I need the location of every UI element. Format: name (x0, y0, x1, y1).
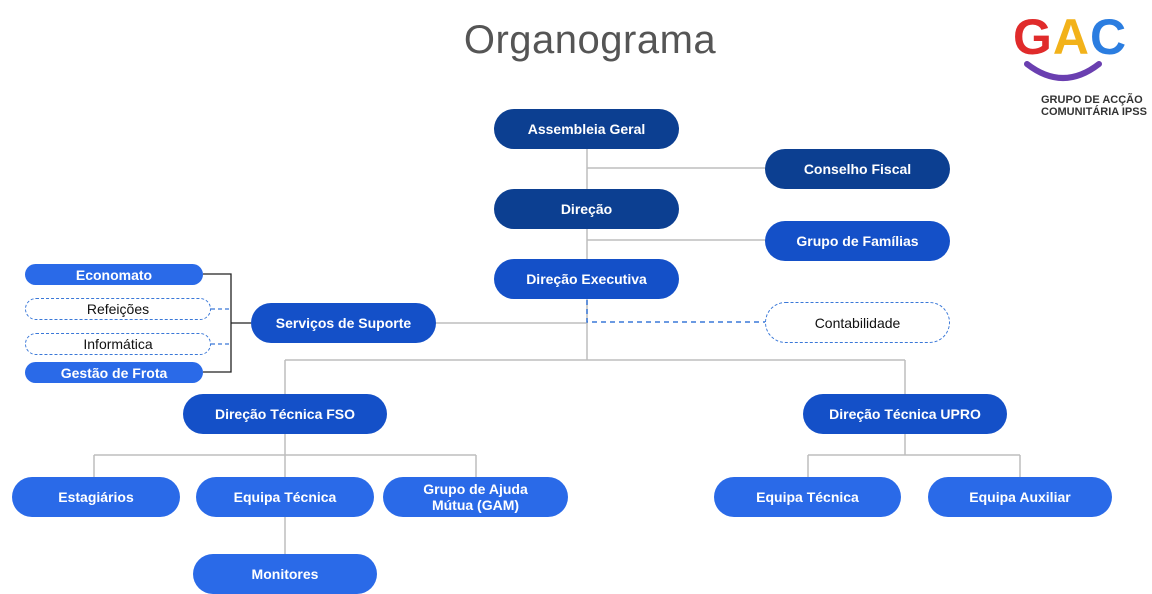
logo-smile-icon (1024, 61, 1102, 81)
node-direcao-tecnica-upro[interactable]: Direção Técnica UPRO (803, 394, 1007, 434)
node-estagiarios[interactable]: Estagiários (12, 477, 180, 517)
logo-letter-a: A (1052, 9, 1091, 65)
logo-letter-g: G (1013, 9, 1053, 65)
node-conselho-fiscal[interactable]: Conselho Fiscal (765, 149, 950, 189)
node-grupo-ajuda-mutua[interactable]: Grupo de Ajuda Mútua (GAM) (383, 477, 568, 517)
logo-letters: GAC (1013, 8, 1127, 66)
gac-logo: GAC GRUPO DE ACÇÃO COMUNITÁRIA IPSS (1005, 6, 1147, 136)
node-direcao[interactable]: Direção (494, 189, 679, 229)
node-economato[interactable]: Economato (25, 264, 203, 285)
logo-text: GRUPO DE ACÇÃO COMUNITÁRIA IPSS (1041, 94, 1151, 118)
node-direcao-executiva[interactable]: Direção Executiva (494, 259, 679, 299)
logo-letter-c: C (1090, 9, 1128, 65)
node-equipa-tecnica-upro[interactable]: Equipa Técnica (714, 477, 901, 517)
node-equipa-tecnica-fso[interactable]: Equipa Técnica (196, 477, 374, 517)
node-assembleia-geral[interactable]: Assembleia Geral (494, 109, 679, 149)
node-contabilidade[interactable]: Contabilidade (765, 302, 950, 343)
node-direcao-tecnica-fso[interactable]: Direção Técnica FSO (183, 394, 387, 434)
node-grupo-familias[interactable]: Grupo de Famílias (765, 221, 950, 261)
node-gam-line2: Mútua (GAM) (431, 497, 520, 513)
logo-text-line1: GRUPO DE ACÇÃO (1041, 94, 1143, 106)
page-title: Organograma (463, 18, 717, 62)
node-equipa-auxiliar[interactable]: Equipa Auxiliar (928, 477, 1112, 517)
node-monitores[interactable]: Monitores (193, 554, 377, 594)
node-servicos-suporte[interactable]: Serviços de Suporte (251, 303, 436, 343)
node-refeicoes[interactable]: Refeições (25, 298, 211, 320)
node-gestao-frota[interactable]: Gestão de Frota (25, 362, 203, 383)
logo-text-line2: COMUNITÁRIA IPSS (1041, 106, 1147, 118)
node-informatica[interactable]: Informática (25, 333, 211, 355)
node-gam-line1: Grupo de Ajuda (423, 481, 528, 497)
